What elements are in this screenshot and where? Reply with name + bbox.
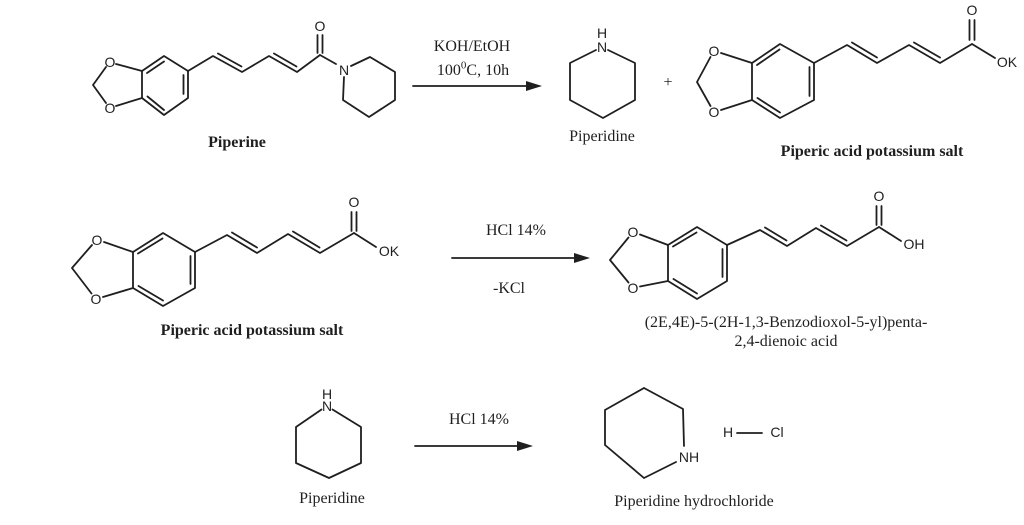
acid-single-bonds bbox=[609, 226, 902, 288]
salt-single-bonds bbox=[696, 43, 996, 111]
piperidine-label-row1: Piperidine bbox=[569, 128, 635, 145]
salt-benzene-ring bbox=[132, 232, 196, 307]
piperidine-ring-bonds bbox=[295, 408, 362, 479]
dioxole-oxygen-top-label: O bbox=[105, 54, 116, 70]
step1-conditions-reagent: KOH/EtOH bbox=[433, 38, 511, 55]
piperidine-structure-row3: H N bbox=[295, 386, 362, 479]
dienoic-acid-name-line1: (2E,4E)-5-(2H-1,3-Benzodioxol-5-yl)penta… bbox=[644, 314, 928, 331]
dienoic-acid-name: (2E,4E)-5-(2H-1,3-Benzodioxol-5-yl)penta… bbox=[645, 313, 928, 351]
step2-conditions-byproduct: -KCl bbox=[493, 280, 525, 297]
acid-benzene-ring bbox=[667, 226, 728, 300]
dioxole-oxygen-bottom-label: O bbox=[628, 280, 639, 296]
carbonyl-oxygen-label: O bbox=[967, 2, 978, 18]
pieric-acid-structure: O O O OH bbox=[609, 188, 925, 300]
hydroxyl-label: OH bbox=[904, 236, 925, 252]
arrow-head bbox=[517, 441, 533, 451]
reaction-arrow-3 bbox=[414, 441, 533, 451]
potassium-carboxylate-label: OK bbox=[997, 54, 1018, 70]
piperidine-hydrochloride-structure: NH H Cl bbox=[604, 387, 784, 479]
reaction-arrow-1 bbox=[412, 81, 542, 91]
ring-nh-label: NH bbox=[679, 449, 699, 465]
nh-hydrogen-label: H bbox=[322, 386, 332, 402]
dioxole-oxygen-bottom-label: O bbox=[709, 104, 720, 120]
piperic-acid-k-salt-structure-row1: O O O OK bbox=[696, 2, 1018, 120]
salt-double-bonds bbox=[137, 211, 358, 302]
dioxole-oxygen-top-label: O bbox=[709, 43, 720, 59]
step3-conditions-reagent: HCl 14% bbox=[449, 411, 509, 428]
piperic-acid-k-salt-structure-row2: O O O OK bbox=[71, 194, 400, 307]
temp-superscript: 0 bbox=[460, 59, 467, 72]
piperine-structure: O O O N bbox=[92, 18, 396, 118]
dioxole-oxygen-top-label: O bbox=[92, 232, 103, 248]
step2-conditions-reagent: HCl 14% bbox=[486, 222, 546, 239]
piperine-benzene-ring bbox=[141, 55, 189, 116]
amide-nitrogen-label: N bbox=[339, 62, 349, 78]
carbonyl-oxygen-label: O bbox=[315, 18, 326, 34]
piperidinium-ring-bonds bbox=[604, 387, 685, 479]
step1-conditions-temperature: 1000C, 10h bbox=[436, 59, 510, 80]
piperic-acid-salt-label-row1: Piperic acid potassium salt bbox=[780, 143, 964, 160]
potassium-carboxylate-label: OK bbox=[379, 243, 400, 259]
nh-hydrogen-label: H bbox=[597, 25, 607, 41]
reaction-arrow-2 bbox=[451, 253, 590, 263]
temp-rest: C, 10h bbox=[466, 62, 510, 79]
piperidine-structure-row1: H N bbox=[569, 25, 636, 119]
salt-double-bonds bbox=[756, 19, 976, 114]
ring-nitrogen-label: N bbox=[597, 39, 607, 55]
salt-benzene-ring bbox=[751, 43, 815, 119]
dioxole-oxygen-bottom-label: O bbox=[91, 291, 102, 307]
dioxole-oxygen-bottom-label: O bbox=[105, 100, 116, 116]
carbonyl-oxygen-label: O bbox=[874, 188, 885, 204]
piperidine-hydrochloride-label: Piperidine hydrochloride bbox=[614, 493, 774, 510]
salt-single-bonds bbox=[71, 232, 377, 298]
hcl-chlorine-label: Cl bbox=[770, 424, 783, 440]
acid-double-bonds bbox=[672, 205, 883, 295]
arrow-head bbox=[526, 81, 542, 91]
piperine-double-bonds bbox=[146, 34, 324, 111]
piperidine-label-row3: Piperidine bbox=[299, 490, 365, 507]
plus-sign: + bbox=[663, 74, 673, 91]
arrow-head bbox=[574, 253, 590, 263]
ring-nitrogen-label: N bbox=[322, 398, 332, 414]
carbonyl-oxygen-label: O bbox=[349, 194, 360, 210]
piperine-single-bonds bbox=[92, 54, 396, 118]
dioxole-oxygen-top-label: O bbox=[628, 224, 639, 240]
hcl-hydrogen-label: H bbox=[723, 424, 733, 440]
dienoic-acid-name-line2: 2,4-dienoic acid bbox=[734, 333, 838, 350]
piperine-label: Piperine bbox=[208, 134, 266, 151]
piperidine-ring-bonds bbox=[569, 49, 636, 119]
temp-base: 100 bbox=[436, 62, 461, 79]
piperic-acid-salt-label-row2: Piperic acid potassium salt bbox=[160, 322, 344, 339]
